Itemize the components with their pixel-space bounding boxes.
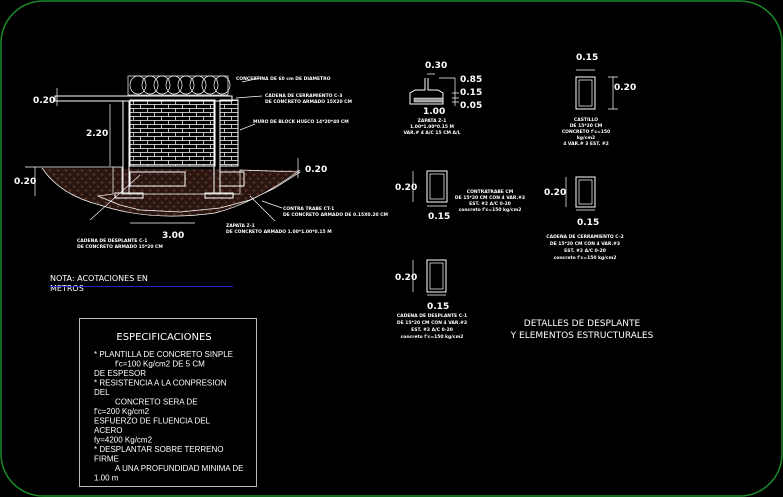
label-zapata-desc: DE CONCRETO ARMADO 1.00*1.00*0.15 M: [226, 229, 332, 235]
cadena-c2-label-2: DE 15*20 CM CON 4 VAR.#3: [550, 241, 620, 247]
cadena-c1-dim-h: 0.20: [395, 273, 417, 283]
label-contratrabe: CONTRA TRABE CT-1: [283, 206, 334, 212]
cadena-c2-detail: 0.20 0.15 CADENA DE CERRAMIENTO C-2 DE 1…: [544, 176, 624, 261]
castillo-label-3: CONCRETO f'c=150: [562, 129, 610, 135]
spec-line: * RESISTENCIA A LA CONPRESION: [94, 379, 227, 388]
drawing-title-line-1: DETALLES DE DESPLANTE: [524, 319, 641, 329]
dimension-lines: [34, 77, 299, 224]
block-wall-side: [219, 99, 239, 167]
contratrabe-detail: 0.20 0.15 CONTRATRABE CM DE 15*20 CM CON…: [395, 170, 525, 222]
dim-top: 0.20: [33, 96, 55, 106]
drawing-title-line-2: Y ELEMENTOS ESTRUCTURALES: [510, 331, 654, 341]
zapata-label-3: VAR.# 4 A/C 15 CM A/L: [403, 130, 460, 136]
cadena-c2-label-4: concreto f'c=150 kg/cm2: [554, 255, 617, 261]
contratrabe-label-1: CONTRATRABE CM: [467, 189, 514, 195]
spec-line: ESFUERZO DE FLUENCIA DEL: [94, 417, 211, 426]
soil-hatch: [25, 166, 302, 217]
dim-h1: 0.85: [460, 75, 482, 85]
label-concertina: CONCERTINA DE 60 cm DE DIAMETRO: [236, 76, 331, 82]
label-cadena-c3: CADENA DE CERRAMIENTO C-3: [265, 93, 342, 99]
zapata-right: [204, 192, 234, 199]
label-cadena-c1-desc: DE CONCRETO ARMADO 15*20 CM: [77, 244, 163, 250]
castillo-dim-w: 0.15: [576, 53, 598, 63]
contratrabe-right: [219, 171, 245, 187]
specs-heading: ESPECIFICACIONES: [116, 332, 211, 343]
castillo-label-5: 4 VAR.# 3 EST. #2: [563, 141, 609, 147]
zapata-left: [114, 192, 144, 199]
dim-wall-height: 2.20: [86, 129, 108, 139]
specifications-box: ESPECIFICACIONES * PLANTILLA DE CONCRETO…: [79, 318, 257, 487]
contratrabe-dim-h: 0.20: [395, 183, 417, 193]
cadena-c1-label-3: EST. #2 A/C 0-20: [411, 327, 453, 333]
label-zapata: ZAPATA Z-1: [226, 223, 255, 229]
dim-neck: 0.30: [425, 61, 447, 71]
cadena-c2-dim-w: 0.15: [577, 218, 599, 228]
concertina-coils: [127, 75, 231, 96]
spec-line: A UNA PROFUNDIDAD MINIMA DE: [115, 464, 243, 473]
label-contratrabe-desc: DE CONCRETO ARMADO DE 0.15X0.20 CM: [283, 212, 389, 218]
spec-line: CONCRETO SERA DE: [115, 398, 198, 407]
dim-right: 0.20: [305, 165, 327, 175]
spec-line: FIRME: [94, 455, 119, 464]
castillo-label-1: CASTILLO: [574, 117, 598, 123]
dim-h3: 0.05: [460, 101, 482, 111]
block-wall: [129, 99, 216, 167]
dim-h2: 0.15: [460, 88, 482, 98]
wall-section: 0.20 2.20 0.20 0.20 3.00 CONCERTINA DE 6…: [14, 75, 389, 250]
spec-line: * DESPLANTAR SOBRE TERRENO: [94, 445, 224, 454]
note-line-2: METROS: [50, 284, 84, 293]
spec-line: 1.00 m: [94, 474, 119, 483]
spec-line: f'c=100 Kg/cm2 DE 5 CM: [115, 360, 205, 369]
spec-line: ACERO: [94, 426, 122, 435]
spec-line: DEL: [94, 388, 110, 397]
cadena-c2-dim-h: 0.20: [544, 188, 566, 198]
cadena-c1-dim-w: 0.15: [427, 302, 449, 312]
label-cadena-c3-desc: DE CONCRETO ARMADO 15X20 CM: [265, 99, 352, 105]
dim-base: 1.00: [423, 107, 445, 117]
castillo-label-4: kg/cm2: [577, 135, 595, 141]
label-muro: MURO DE BLOCK HUECO 14*20*40 CM: [253, 119, 349, 125]
cadena-c3: [54, 95, 233, 102]
contratrabe-label-3: EST. #2 A/C 0-20: [469, 201, 511, 207]
note-line-1: NOTA: ACOTACIONES EN: [50, 274, 148, 283]
cadena-c2-label-1: CADENA DE CERRAMIENTO C-2: [546, 234, 623, 240]
contratrabe: [129, 171, 186, 187]
cadena-c2-label-3: EST. #2 A/C 0-20: [564, 248, 606, 254]
zapata-label-2: 1.00*1.00*0.15 M: [410, 124, 455, 130]
castillo-label-2: DE 15*20 CM: [570, 123, 603, 129]
contratrabe-label-2: DE 15*20 CM CON 4 VAR.#3: [455, 195, 525, 201]
castillo-detail: 0.15 0.20 CASTILLO DE 15*20 CM CONCRETO …: [562, 53, 636, 147]
contratrabe-dim-w: 0.15: [428, 212, 450, 222]
cadena-c1-label-4: concreto f'c=150 kg/cm2: [401, 334, 464, 340]
cadena-c1-detail: 0.20 0.15 CADENA DE DESPLANTE C-1 DE 15*…: [395, 259, 467, 340]
zapata-detail: 0.30 0.85 0.15 0.05 1.00 ZAPATA Z-1 1.00…: [403, 61, 482, 136]
spec-line: f'c=200 Kg/cm2: [94, 407, 150, 416]
dim-width: 3.00: [162, 231, 184, 241]
spec-line: DE ESPESOR: [94, 369, 146, 378]
cadena-c1-label-2: DE 15*20 CM CON 4 VAR.#3: [397, 320, 467, 326]
zapata-label-1: ZAPATA Z-1: [418, 118, 447, 124]
cadena-c1-label-1: CADENA DE DESPLANTE C-1: [397, 313, 467, 319]
spec-line: * PLANTILLA DE CONCRETO SINPLE: [94, 350, 233, 359]
dim-left-soil: 0.20: [14, 177, 36, 187]
spec-line: fy=4200 Kg/cm2: [94, 436, 153, 445]
castillo-dim-h: 0.20: [614, 83, 636, 93]
label-cadena-c1: CADENA DE DESPLANTE C-1: [77, 238, 147, 244]
contratrabe-label-4: concreto f'c=150 kg/cm2: [459, 207, 522, 213]
